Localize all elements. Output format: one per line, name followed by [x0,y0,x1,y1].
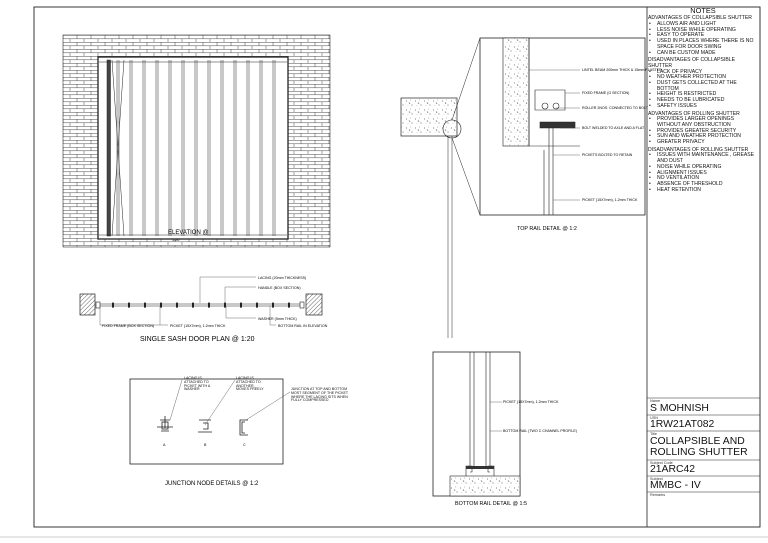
plan-label-bottom-rail: BOTTOM RAIL IN ELEVATION [278,324,328,328]
list-item: SUN AND WEATHER PROTECTION [649,134,758,140]
junction-label-a: LACING IS ATTACHED TO PICKET WITH A WASH… [184,376,211,392]
sheet-border [33,6,761,528]
plan-caption: SINGLE SASH DOOR PLAN @ 1:20 [140,336,255,343]
adv-rolling-list: PROVIDES LARGER OPENINGS WITHOUT ANY OBS… [648,116,758,146]
title-label: Title [650,432,658,436]
plan-label-fixed-frame: FIXED FRAME (BOX SECTION) [102,324,154,328]
list-item: ISSUES WITH MAINTENANCE , GREASE AND DUS… [649,152,758,164]
list-item: PROVIDES LARGER OPENINGS WITHOUT ANY OBS… [649,116,758,128]
bottom-rail-label-picket: PICKET (15X7mm), 1.2mm THICK [503,400,559,404]
top-rail-label-picket: PICKET (15X7mm), 1.2mm THICK [582,198,638,202]
remarks-label: Remarks [650,493,666,497]
adv-rolling-heading: ADVANTAGES OF ROLLING SHUTTER [648,110,740,117]
adv-collapsible-list: ALLOWS AIR AND LIGHT LESS NOISE WHILE OP… [648,21,758,57]
list-item: ALIGNMENT ISSUES [649,170,758,177]
list-item: PROVIDES GREATER SECURITY [649,128,758,135]
junction-caption: JUNCTION NODE DETAILS @ 1:2 [165,481,259,487]
top-rail-label-roller: ROLLER 2NOS. CONNECTED TO BOLT [582,106,649,110]
plan-label-washer: WASHER (5mm THICK) [258,317,297,321]
list-item: SAFETY ISSUES [649,103,758,110]
list-item: NO WEATHER PROTECTION [649,75,758,81]
subject-code-label: Subject Code [650,461,673,465]
subject-code-value: 21ARC42 [650,464,696,475]
list-item: HEIGHT IS RESTRICTED [649,92,758,98]
list-item: DUST GETS COLLECTED AT THE BOTTOM [649,80,758,92]
junction-label-b: LACING IS ATTACHED TO ANOTHER, MOVES FRE… [236,376,264,392]
list-item: NEEDS TO BE LUBRICATED [649,97,758,104]
junction-label-c: JUNCTION AT TOP AND BOTTOM MOST SEGMENT … [291,387,349,403]
door-plan-drawing [79,276,323,326]
list-item: NO VENTILATION [649,176,758,182]
top-rail-detail-drawing [400,37,646,338]
usn-value: 1RW21AT082 [650,419,715,430]
subject-value: MMBC - IV [650,480,701,491]
bottom-rail-label-rail: BOTTOM RAIL (TWO C CHANNEL PROFILE) [503,429,577,433]
bottom-rail-caption: BOTTOM RAIL DETAIL @ 1:5 [455,501,527,507]
disadv-collapsible-heading: DISADVANTAGES OF COLLAPSIBLE SHUTTER [648,57,735,69]
junction-node-c-label: C [243,443,246,447]
list-item: ABSENCE OF THRESHOLD [649,181,758,188]
list-item: HEAT RETENTION [649,187,758,194]
plan-label-lacing: LACING (20mm THICKNESS) [258,276,306,280]
top-rail-label-fixed-frame: FIXED FRAME (G SECTION) [582,91,629,95]
list-item: LESS NOISE WHILE OPERATING [649,27,758,34]
sheet-title-line2: ROLLING SHUTTER [650,447,748,458]
junction-node-a-label: A [163,443,166,447]
top-rail-label-bolt: BOLT WELDED TO AXLE AND A FLAT [582,126,645,130]
name-label: Name [650,399,661,403]
title-block-lines [647,397,760,493]
plan-label-handle: HANDLE (BOX SECTION) [258,286,301,290]
top-rail-label-pickets-bolted: PICKETS BOLTED TO RETAIN [582,153,633,157]
notes-title: NOTES [690,6,716,15]
list-item: ALLOWS AIR AND LIGHT [649,21,758,28]
disadv-rolling-heading: DISADVANTAGES OF ROLLING SHUTTER [648,146,749,153]
subject-label: Subject [650,477,663,481]
usn-label: USN [650,416,659,420]
list-item: LACK OF PRIVACY [649,69,758,76]
top-rail-caption: TOP RAIL DETAIL @ 1:2 [517,226,577,232]
elevation-caption: ELEVATION @ [168,230,209,236]
junction-node-b-label: B [204,443,207,447]
door-opening [97,56,289,240]
disadv-collapsible-list: LACK OF PRIVACY NO WEATHER PROTECTION DU… [648,69,758,110]
list-item: USED IN PLACES WHERE THERE IS NO SPACE F… [649,38,758,50]
list-item: NOISE WHILE OPERATING [649,164,758,171]
student-name: S MOHNISH [650,403,709,414]
sheet-title-line1: COLLAPSIBLE AND [650,436,745,447]
list-item: EASY TO OPERATE [649,33,758,39]
top-rail-label-lintel: LINTEL BEAM 200mm THICK & 15mm PLASTER [582,68,662,72]
elevation-scale: 1:20 [172,238,179,242]
list-item: GREATER PRIVACY [649,139,758,146]
adv-collapsible-heading: ADVANTAGES OF COLLAPSIBLE SHUTTER [648,15,752,22]
disadv-rolling-list: ISSUES WITH MAINTENANCE , GREASE AND DUS… [648,152,758,194]
collapsible-shutter [99,59,287,237]
bottom-rail-detail-drawing [432,351,521,497]
list-item: CAN BE CUSTOM MADE [649,50,758,57]
elevation-drawing [62,34,331,248]
junction-details-drawing [129,378,291,465]
notes-panel: NOTES ADVANTAGES OF COLLAPSIBLE SHUTTER … [648,6,758,194]
plan-label-picket: PICKET (15X7mm), 1.2mm THICK [170,324,226,328]
